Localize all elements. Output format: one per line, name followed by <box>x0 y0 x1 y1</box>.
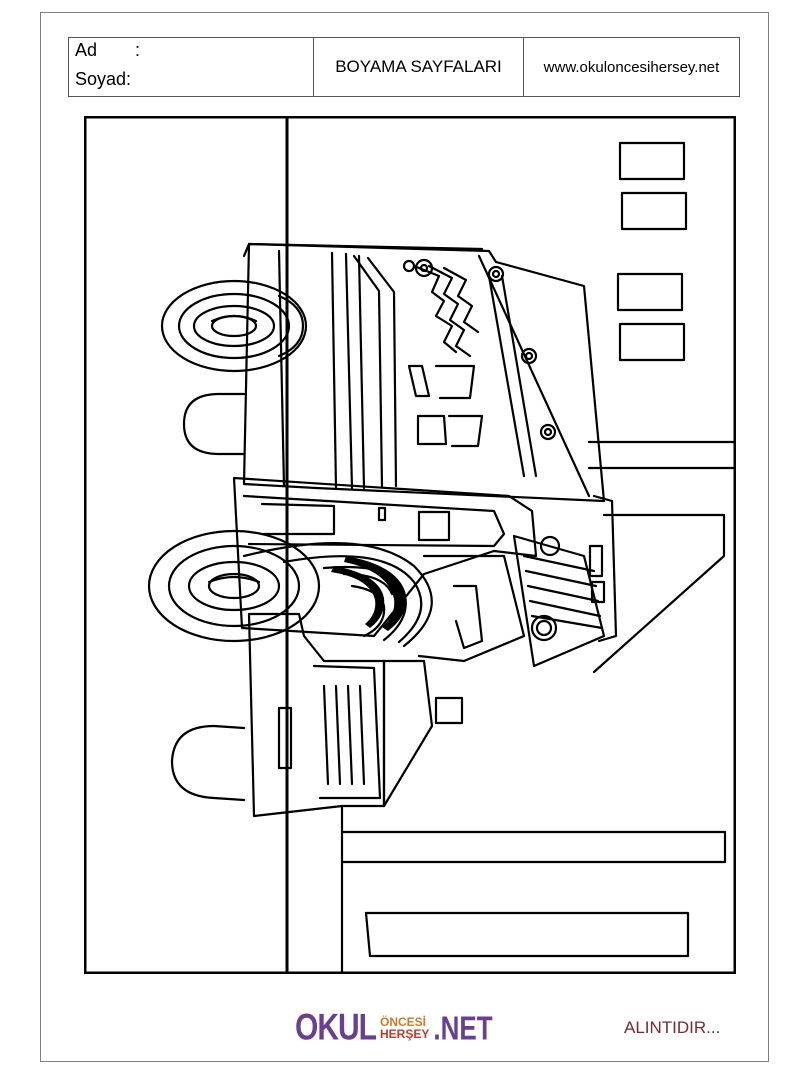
surname-label: Soyad: <box>75 69 132 89</box>
page-title: BOYAMA SAYFALARI <box>314 38 524 96</box>
logo-hersey: HERŞEY <box>380 1027 430 1041</box>
website-url: www.okuloncesihersey.net <box>543 58 720 76</box>
name-colon: : <box>135 40 141 60</box>
name-cell: Ad : Soyad: <box>69 38 314 96</box>
truck-coloring-drawing <box>84 116 736 974</box>
name-label: Ad <box>75 40 98 60</box>
logo-okul: OKUL <box>295 1006 377 1048</box>
site-logo[interactable]: OKUL ÖNCESİ HERŞEY .NET <box>295 1006 493 1048</box>
header-table: Ad : Soyad: BOYAMA SAYFALARI www.okulonc… <box>68 37 740 97</box>
logo-small-text: ÖNCESİ HERŞEY <box>380 1016 429 1040</box>
page-frame <box>40 12 769 1062</box>
logo-oncesi: ÖNCESİ <box>380 1015 427 1029</box>
credit-text: ALINTIDIR... <box>624 1018 721 1037</box>
logo-net: .NET <box>433 1007 493 1047</box>
